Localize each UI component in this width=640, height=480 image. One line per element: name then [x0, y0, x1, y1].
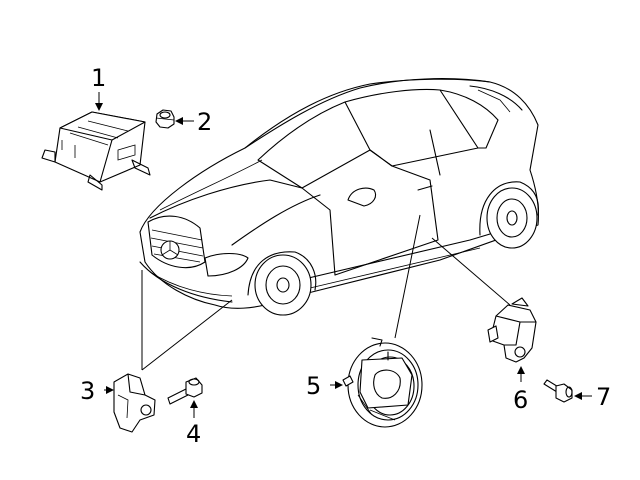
callout-5: 5: [306, 372, 322, 400]
callout-2: 2: [197, 108, 213, 136]
bolt-part-7: [543, 379, 573, 403]
front-sensor-part: [113, 373, 156, 433]
side-sensor-part: [487, 297, 537, 363]
leader-lines: [95, 92, 592, 418]
door-sensor-part: [342, 337, 423, 428]
bolt-part-4: [167, 377, 203, 405]
callout-1: 1: [91, 64, 107, 92]
control-module-part: [41, 111, 151, 191]
car-illustration: [139, 78, 539, 316]
callout-6: 6: [513, 386, 529, 414]
callout-3: 3: [80, 377, 96, 405]
callout-4: 4: [186, 420, 202, 448]
nut-part: [155, 109, 175, 129]
callout-7: 7: [596, 383, 612, 411]
